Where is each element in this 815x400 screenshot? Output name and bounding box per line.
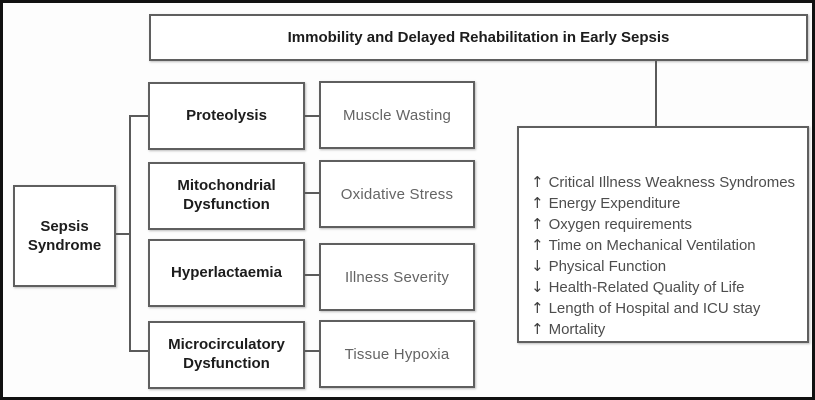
arrow-up-icon: ↑ — [531, 215, 544, 233]
cause-label: Hyperlactaemia — [171, 263, 282, 281]
connector-trunk-to-microcirculatory — [129, 350, 148, 352]
diagram-title: Immobility and Delayed Rehabilitation in… — [287, 29, 670, 46]
connector-trunk-to-proteolysis — [129, 115, 148, 117]
arrow-down-icon: ↓ — [531, 257, 544, 275]
arrow-up-icon: ↑ — [531, 320, 544, 338]
outcome-label: Physical Function — [548, 258, 667, 275]
outcomes-box: ↑Critical Illness Weakness Syndromes ↑En… — [517, 126, 809, 343]
effect-label: Tissue Hypoxia — [344, 345, 450, 363]
connector-title-to-outcomes — [655, 61, 657, 126]
outcome-item: ↑Critical Illness Weakness Syndromes — [531, 172, 795, 193]
arrow-up-icon: ↑ — [531, 173, 544, 191]
cause-box-hyperlactaemia: Hyperlactaemia — [148, 239, 305, 307]
connector-mitochondrial-to-oxidative-stress — [304, 192, 320, 194]
title-box: Immobility and Delayed Rehabilitation in… — [149, 14, 808, 61]
outcome-label: Length of Hospital and ICU stay — [548, 300, 761, 317]
effect-label: Muscle Wasting — [342, 106, 452, 124]
outcome-item: ↓Health-Related Quality of Life — [531, 277, 745, 298]
outcome-label: Time on Mechanical Ventilation — [548, 237, 756, 254]
arrow-down-icon: ↓ — [531, 278, 544, 296]
outcome-item: ↓Physical Function — [531, 256, 666, 277]
outcome-item: ↑Energy Expenditure — [531, 193, 680, 214]
outcome-label: Mortality — [548, 321, 606, 338]
connector-trunk — [129, 115, 131, 352]
connector-microcirculatory-to-tissue-hypoxia — [304, 350, 320, 352]
connector-sepsis-to-trunk — [116, 233, 131, 235]
outcome-item: ↑Time on Mechanical Ventilation — [531, 235, 756, 256]
outcome-label: Energy Expenditure — [548, 195, 681, 212]
connector-proteolysis-to-muscle-wasting — [304, 115, 320, 117]
outcome-item: ↑Oxygen requirements — [531, 214, 692, 235]
cause-box-microcirculatory-dysfunction: Microcirculatory Dysfunction — [148, 321, 305, 389]
outcome-label: Oxygen requirements — [548, 216, 692, 233]
outcome-item: ↑Length of Hospital and ICU stay — [531, 298, 760, 319]
cause-label: Mitochondrial Dysfunction — [177, 177, 276, 213]
cause-box-proteolysis: Proteolysis — [148, 82, 305, 150]
sepsis-syndrome-box: Sepsis Syndrome — [13, 185, 116, 287]
outcome-item: ↑Mortality — [531, 319, 605, 340]
effect-box-illness-severity: Illness Severity — [319, 243, 475, 311]
cause-label: Proteolysis — [186, 106, 267, 124]
arrow-up-icon: ↑ — [531, 194, 544, 212]
connector-hyperlactaemia-to-illness-severity — [304, 274, 320, 276]
arrow-up-icon: ↑ — [531, 236, 544, 254]
effect-label: Illness Severity — [344, 268, 450, 286]
arrow-up-icon: ↑ — [531, 299, 544, 317]
effect-label: Oxidative Stress — [340, 185, 454, 203]
effect-box-muscle-wasting: Muscle Wasting — [319, 81, 475, 149]
sepsis-syndrome-label: Sepsis Syndrome — [27, 217, 102, 255]
outcome-label: Health-Related Quality of Life — [548, 279, 745, 296]
cause-label: Microcirculatory Dysfunction — [168, 336, 285, 372]
effect-box-oxidative-stress: Oxidative Stress — [319, 160, 475, 228]
cause-box-mitochondrial-dysfunction: Mitochondrial Dysfunction — [148, 162, 305, 230]
outcome-label: Critical Illness Weakness Syndromes — [548, 174, 796, 191]
effect-box-tissue-hypoxia: Tissue Hypoxia — [319, 320, 475, 388]
